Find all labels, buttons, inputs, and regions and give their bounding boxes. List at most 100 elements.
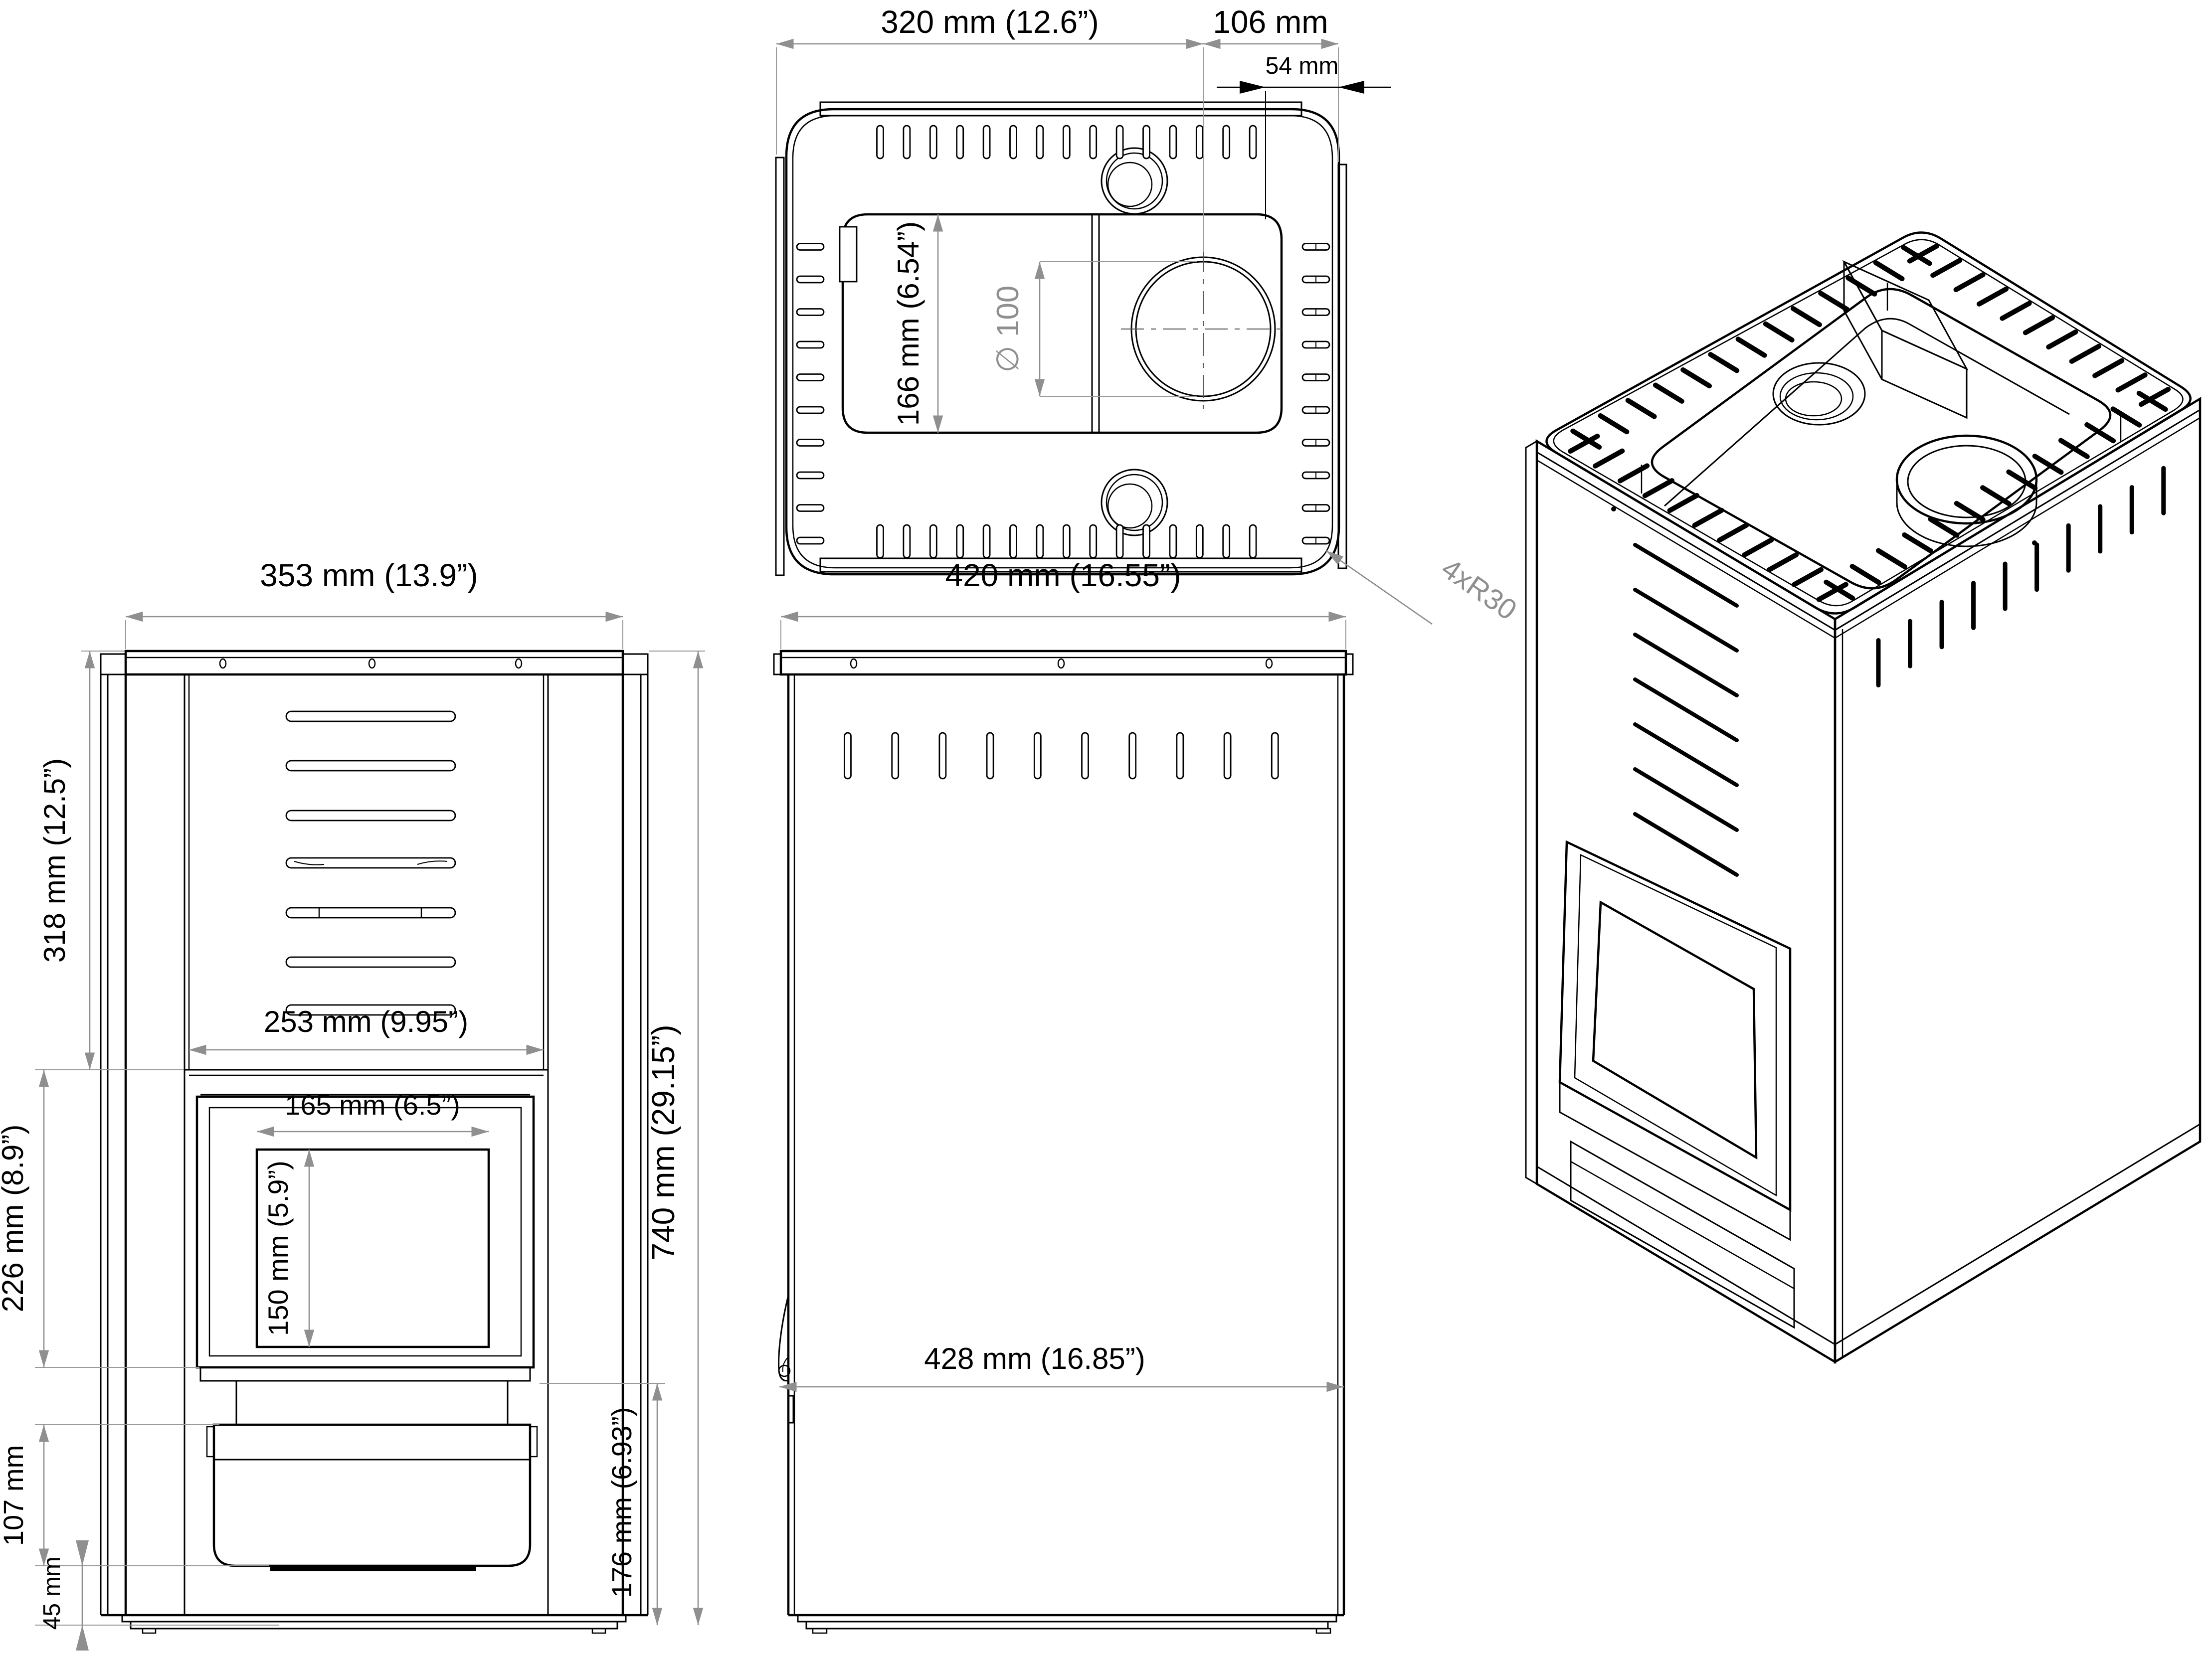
iso-rim-slot — [2069, 343, 2101, 364]
front-louver-slots — [285, 710, 456, 1016]
iso-right-face — [1834, 397, 2202, 1364]
iso-rim-slot — [1930, 258, 1963, 278]
vent-slot — [982, 125, 991, 160]
iso-louver-slot — [1633, 543, 1739, 608]
stove-door-frame — [195, 1095, 535, 1369]
door-handle-profile — [778, 1295, 789, 1382]
iso-rim-slot — [1928, 516, 1960, 538]
top-cap-strip-front — [819, 557, 1302, 573]
iso-rim-slot — [2023, 315, 2055, 335]
vent-slot — [1089, 524, 1098, 559]
iso-tray-floor-edge — [1664, 318, 2070, 507]
iso-rim-slot — [1593, 448, 1625, 469]
vent-slot — [796, 373, 825, 381]
vent-slot — [1271, 732, 1279, 780]
iso-rim-slot — [1763, 321, 1795, 343]
iso-rim-slot — [1953, 272, 1986, 293]
vent-slot — [1169, 524, 1177, 559]
cap-screw-hole — [515, 658, 523, 669]
dim-side-depth: 428 mm (16.85”) — [924, 1342, 1145, 1375]
iso-rim-slot — [1791, 567, 1824, 587]
isometric-view — [1525, 231, 2202, 1364]
vent-slot — [1128, 732, 1137, 780]
stove-door-face — [208, 1107, 522, 1357]
cap-screw-hole — [1057, 658, 1065, 669]
dim-top-inset: 54 mm — [1266, 53, 1339, 79]
side-base-strip — [805, 1621, 1329, 1630]
ash-drawer — [212, 1423, 532, 1567]
iso-louver-slot — [1633, 812, 1739, 877]
handle-knob — [778, 1364, 791, 1377]
iso-pipe-port — [1772, 362, 1866, 426]
vent-slot — [903, 125, 911, 160]
vent-slot — [1223, 732, 1232, 780]
cap-screw-hole — [1265, 658, 1273, 669]
vent-slot — [1249, 125, 1257, 160]
iso-rim-slot — [1875, 548, 1907, 569]
louver-slot — [285, 857, 456, 869]
side-vent-slots — [844, 732, 1279, 780]
louver-slot — [285, 810, 456, 822]
vent-slot — [1033, 732, 1042, 780]
iso-louver-slot — [1633, 677, 1739, 742]
iso-tray-opening — [1651, 288, 2112, 590]
vent-slot — [1062, 524, 1071, 559]
vent-slot — [956, 524, 964, 559]
vent-slot — [1115, 524, 1124, 559]
vent-slot — [796, 340, 825, 349]
vent-slot — [982, 524, 991, 559]
door-sill — [199, 1366, 531, 1382]
front-cap-outset-left — [100, 653, 127, 675]
vent-slot — [1249, 524, 1257, 559]
iso-left-plate-sliver — [1525, 440, 1538, 1185]
iso-rim-slot — [2032, 454, 2064, 475]
iso-rim-slot — [1976, 286, 2009, 307]
iso-rim-slot — [1625, 398, 1657, 419]
iso-rim-slot — [1980, 485, 2012, 506]
iso-rim-slot — [1902, 532, 1934, 554]
louver-slot — [285, 760, 456, 772]
dim-base-height: 45 mm — [39, 1557, 65, 1630]
iso-rim-slot — [2138, 386, 2171, 407]
iso-rim-slot — [1954, 500, 1986, 522]
iso-rim-slot — [2084, 422, 2116, 444]
vent-slot — [876, 524, 884, 559]
dim-lower-height: 176 mm (6.93”) — [606, 1407, 637, 1598]
vent-slot — [796, 439, 825, 447]
vent-slot — [796, 504, 825, 512]
cap-screw-hole — [219, 658, 227, 669]
louver-slot — [285, 907, 456, 919]
iso-vent-slots — [1568, 243, 2171, 877]
iso-chute-front — [1881, 329, 1968, 419]
iso-rim-slot — [1735, 336, 1767, 358]
dim-total-height: 740 mm (29.15”) — [645, 1024, 681, 1260]
vent-slot — [1195, 125, 1204, 160]
vent-slot — [1009, 125, 1017, 160]
vent-slot — [796, 536, 825, 545]
top-view: 320 mm (12.6”) 106 mm 54 mm 166 mm (6.54… — [775, 4, 1522, 627]
top-body-outline — [785, 108, 1340, 576]
port-back — [1101, 147, 1168, 215]
vent-slot — [796, 308, 825, 316]
top-cap-strip-back — [819, 101, 1302, 117]
iso-rim-slot — [1680, 367, 1712, 389]
vent-slot — [1036, 524, 1044, 559]
iso-rim-slot — [1667, 493, 1699, 513]
iso-rim-slot — [1642, 478, 1675, 498]
vent-slot — [796, 471, 825, 480]
vent-slot — [1142, 125, 1150, 160]
arrow-54-right — [1338, 81, 1364, 94]
door-glass-window — [255, 1148, 490, 1348]
dim-glass-height: 150 mm (5.9”) — [262, 1161, 294, 1336]
iso-door-glass — [1592, 900, 1758, 1160]
vent-slot — [938, 732, 947, 780]
louver-slot — [285, 710, 456, 722]
dim-front-width: 353 mm (13.9”) — [260, 557, 478, 593]
front-view: 353 mm (13.9”) 318 mm (12.5”) 253 mm (9.… — [0, 557, 705, 1651]
iso-rim-slot — [2058, 438, 2090, 459]
vent-slot — [796, 243, 825, 251]
iso-door-inner — [1574, 854, 1777, 1197]
vent-slot — [1195, 524, 1204, 559]
iso-rim-slot — [1766, 552, 1799, 573]
